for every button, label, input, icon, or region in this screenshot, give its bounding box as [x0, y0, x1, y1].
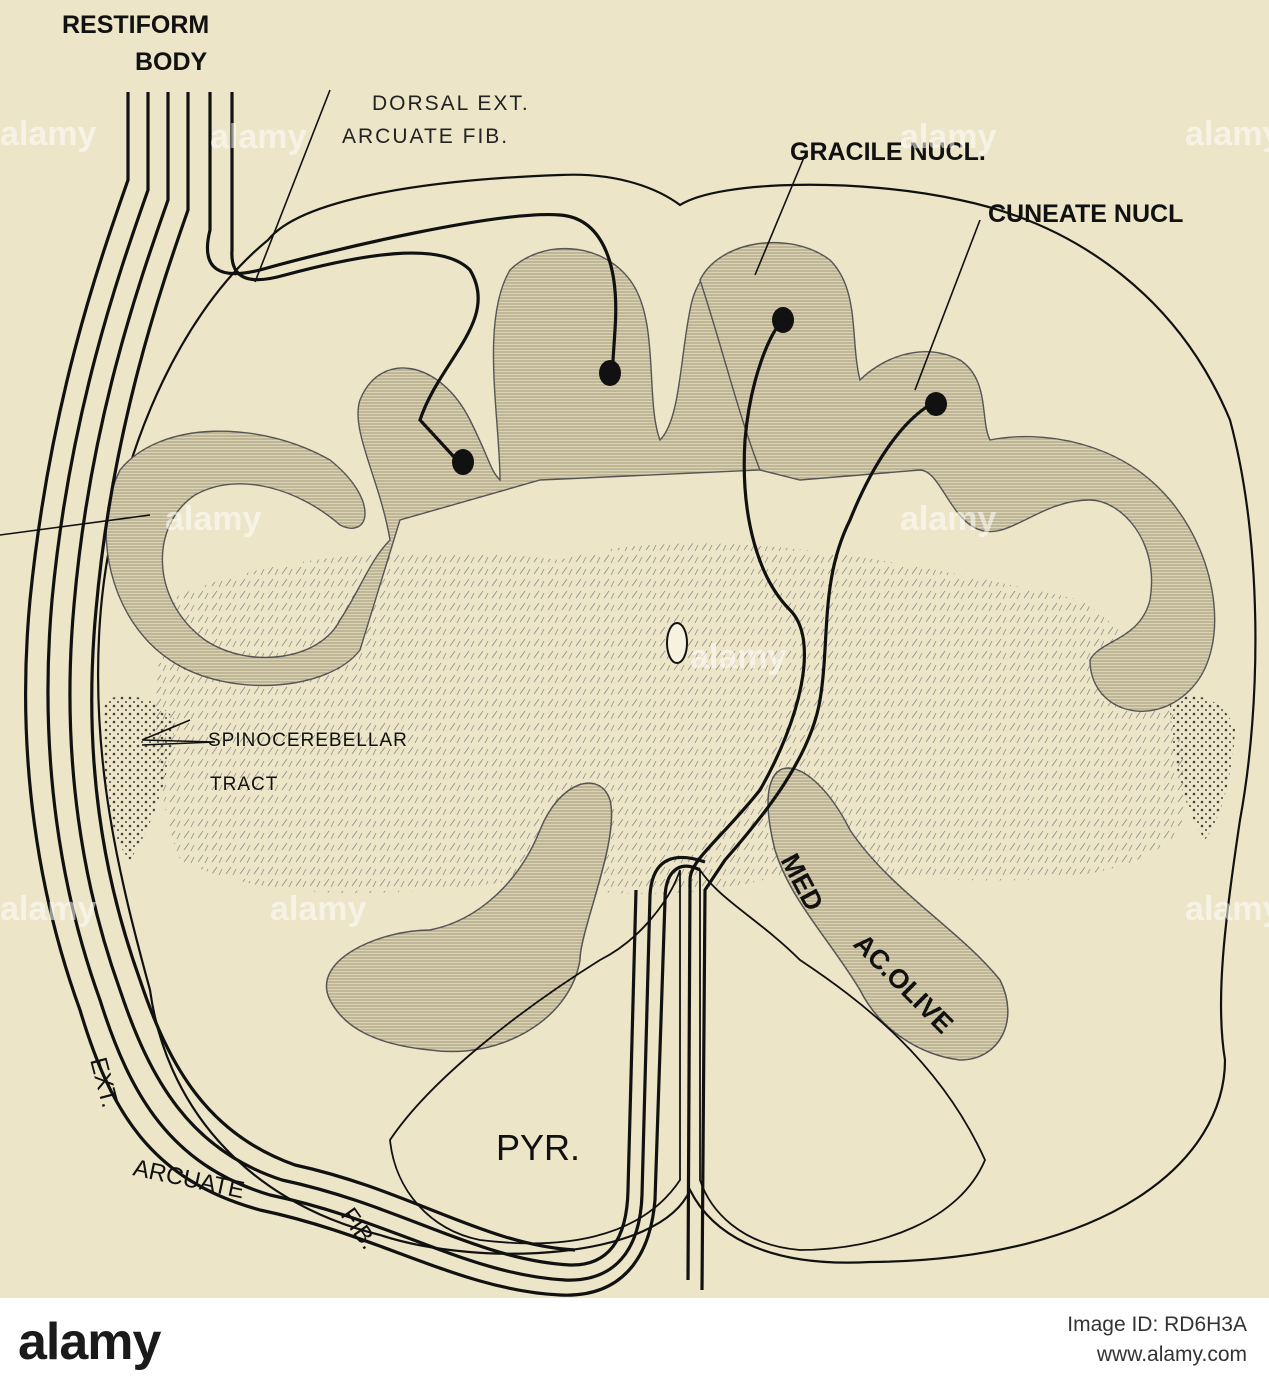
- label-pyr: PYR.: [496, 1127, 580, 1168]
- terminal-dot: [452, 449, 474, 475]
- terminal-dot: [599, 360, 621, 386]
- terminal-dot: [925, 392, 947, 416]
- label-fib: FIB.: [335, 1203, 382, 1255]
- site-url: www.alamy.com: [1096, 1343, 1247, 1366]
- label-dorsal-2: ARCUATE FIB.: [342, 125, 509, 148]
- reticular-formation: [156, 543, 1186, 894]
- svg-text:alamy: alamy: [1185, 890, 1269, 928]
- pyramid-left: [389, 869, 681, 1245]
- watermarks: alamy alamy alamy alamy alamy alamy alam…: [0, 115, 1269, 928]
- medulla-diagram: RESTIFORM BODY DORSAL EXT. ARCUATE FIB. …: [0, 11, 1269, 1297]
- spinocerebellar-tract: [103, 696, 175, 860]
- accessory-olive-left: [325, 782, 613, 1053]
- medulla-section-figure: RESTIFORM BODY DORSAL EXT. ARCUATE FIB. …: [0, 0, 1269, 1298]
- svg-text:alamy: alamy: [0, 890, 96, 928]
- internal-arcuate-fibres: [686, 316, 936, 1291]
- right-tract-dots: [1170, 696, 1235, 840]
- label-spinocerebellar-2: TRACT: [210, 774, 278, 795]
- grey-matter-right: [699, 241, 1216, 712]
- image-id: Image ID: RD6H3A: [1067, 1313, 1247, 1336]
- svg-text:alamy: alamy: [690, 638, 786, 676]
- image-id-block: Image ID: RD6H3A www.alamy.com: [1067, 1310, 1247, 1370]
- medial-accessory-olive: [767, 767, 1009, 1061]
- svg-text:alamy: alamy: [1185, 115, 1269, 153]
- restiform-body-fibres: [24, 92, 706, 1297]
- central-canal: [666, 622, 688, 664]
- label-dorsal-1: DORSAL EXT.: [372, 92, 530, 115]
- stock-footer: alamy Image ID: RD6H3A www.alamy.com: [0, 1298, 1269, 1390]
- label-ext: EXT.: [84, 1055, 123, 1111]
- svg-text:alamy: alamy: [900, 118, 996, 156]
- label-arcuate: ARCUATE: [131, 1154, 247, 1204]
- medulla-outline: [96, 173, 1257, 1264]
- svg-text:alamy: alamy: [270, 890, 366, 928]
- svg-text:alamy: alamy: [165, 500, 261, 538]
- terminal-dot: [772, 307, 794, 333]
- pyramid-right: [699, 867, 986, 1251]
- label-cuneate: CUNEATE NUCL: [988, 200, 1183, 228]
- label-restiform-2: BODY: [135, 48, 208, 76]
- svg-text:alamy: alamy: [900, 500, 996, 538]
- label-spinocerebellar-1: SPINOCEREBELLAR: [208, 730, 408, 751]
- svg-text:alamy: alamy: [0, 115, 96, 153]
- svg-text:alamy: alamy: [210, 118, 306, 156]
- alamy-logo: alamy: [18, 1312, 161, 1372]
- logo-text: alamy: [18, 1313, 161, 1371]
- label-restiform-1: RESTIFORM: [62, 11, 209, 39]
- label-gracile: GRACILE NUCL.: [790, 138, 986, 166]
- leader-lines: [0, 89, 981, 746]
